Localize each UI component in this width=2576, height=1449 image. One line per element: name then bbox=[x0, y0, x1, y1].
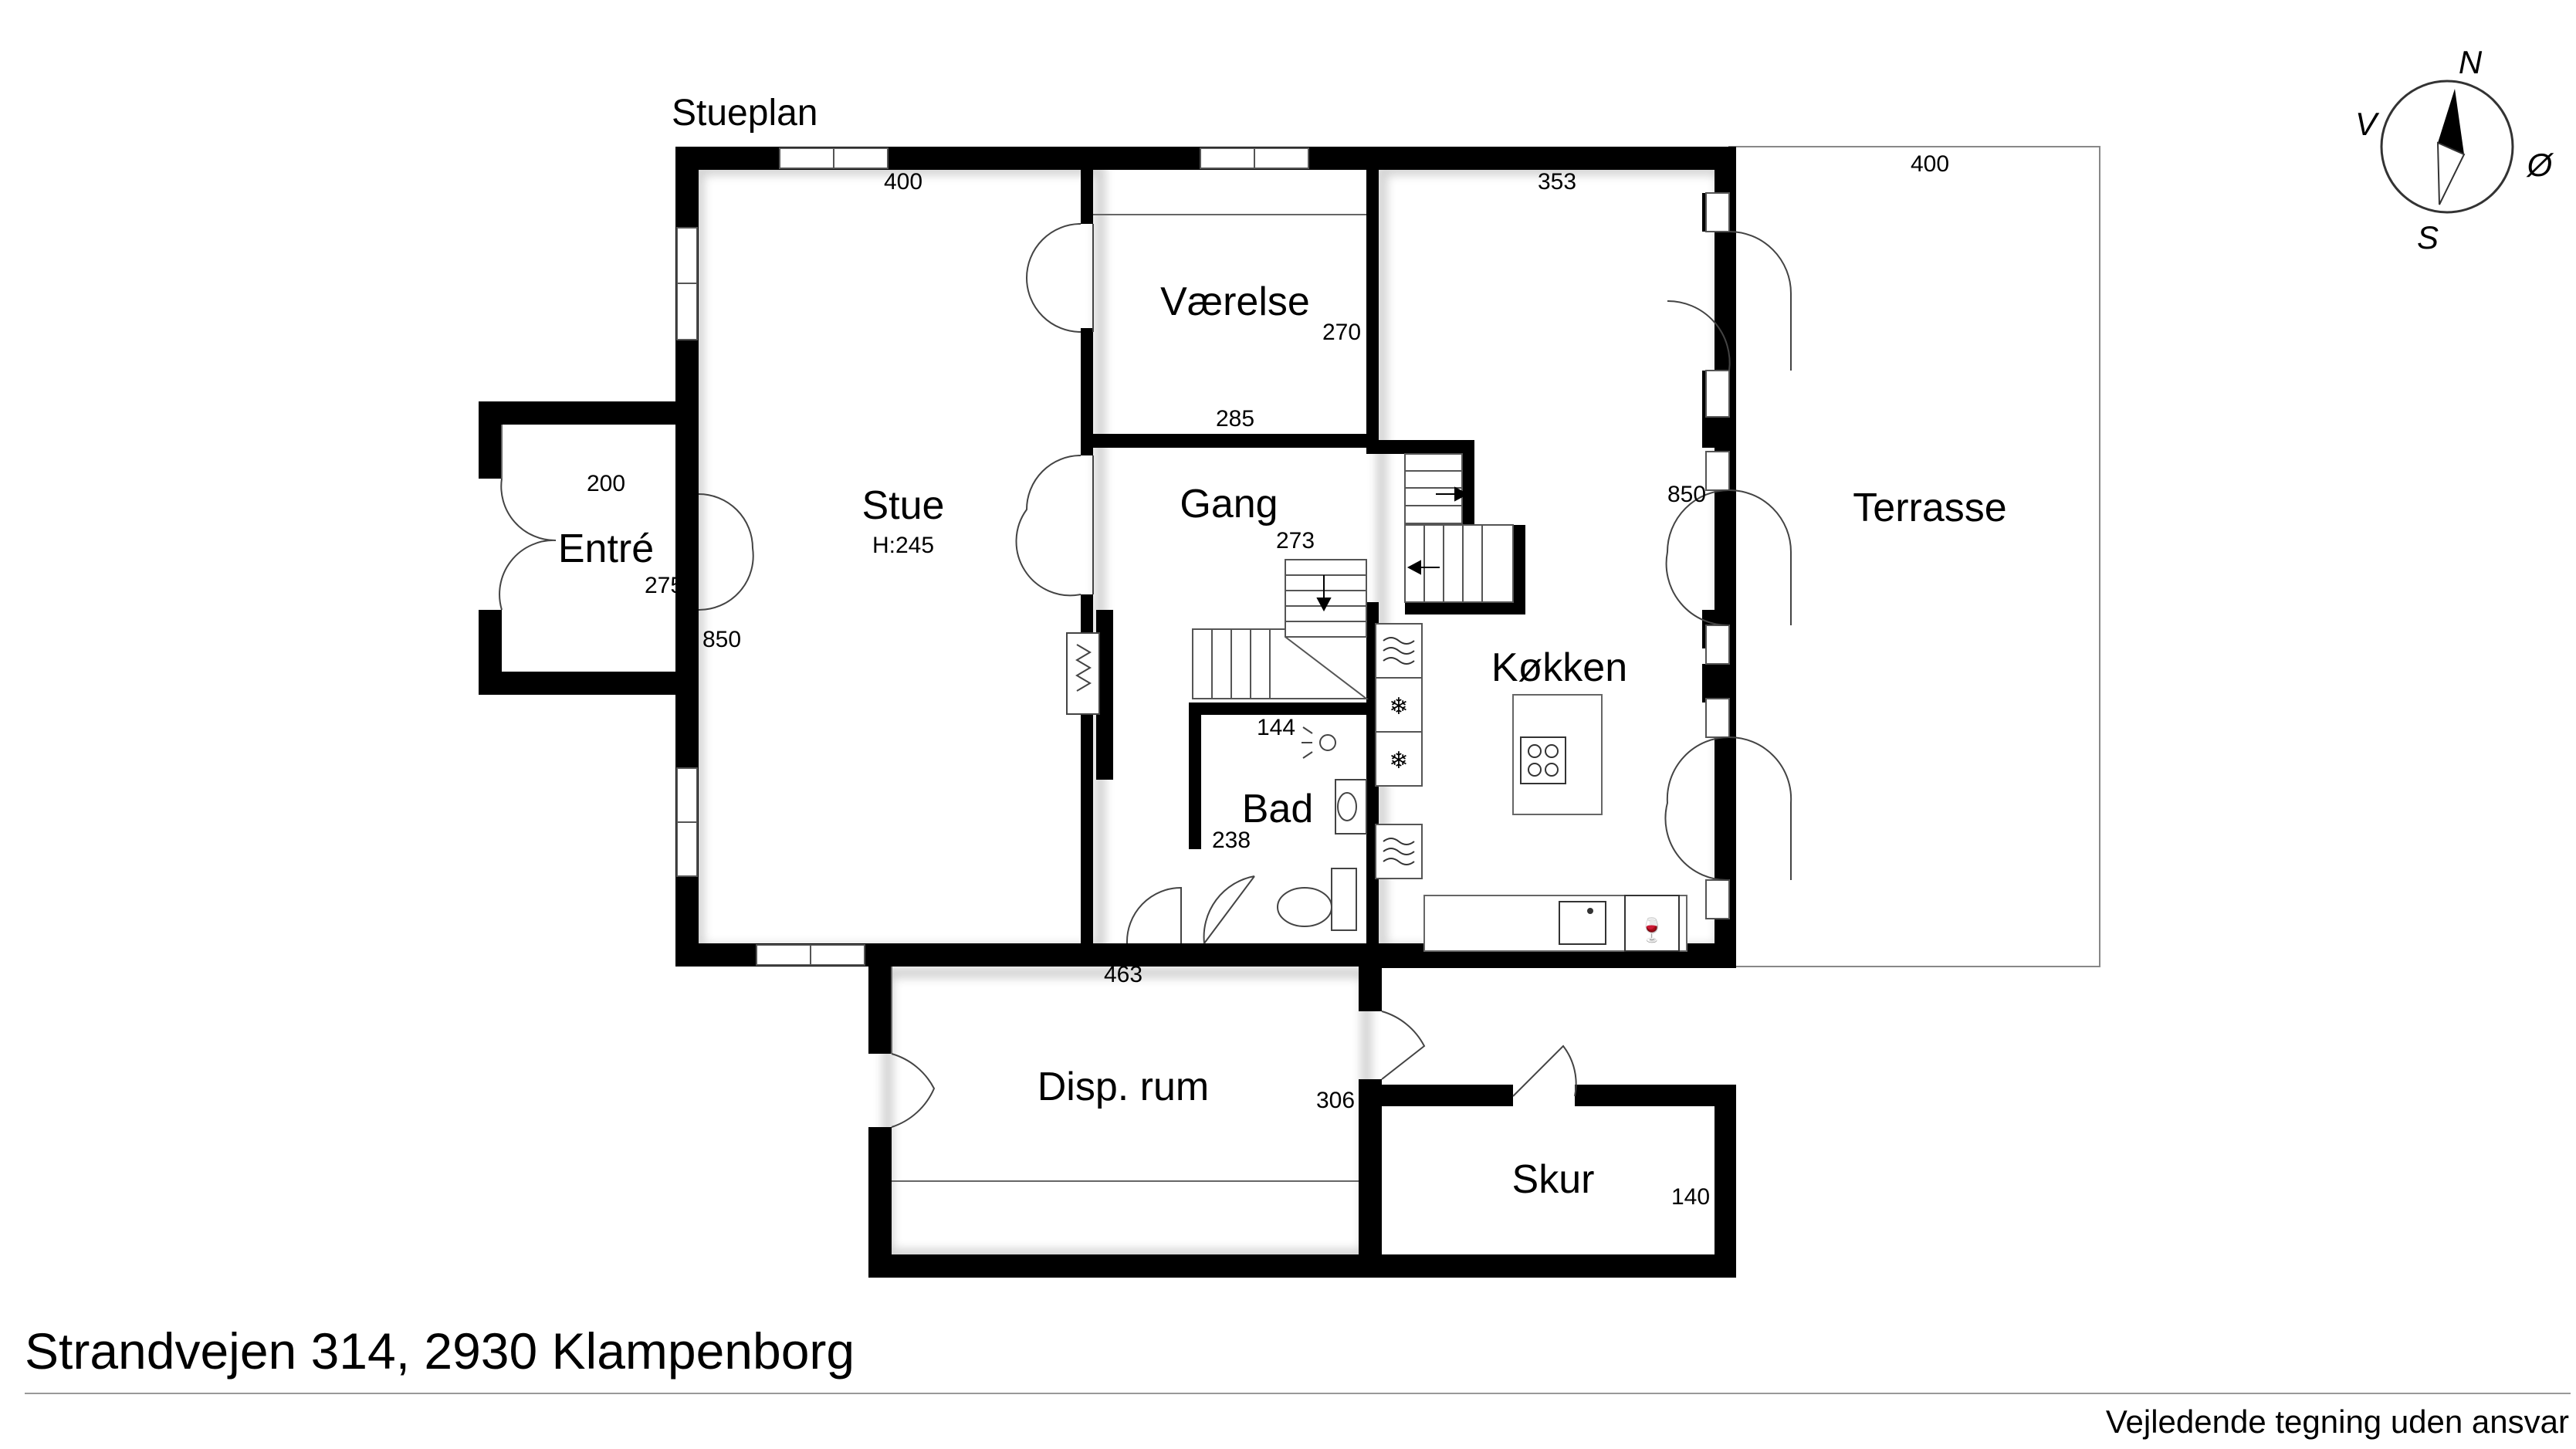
compass-n: N bbox=[2459, 44, 2483, 80]
room-stue: Stue bbox=[862, 483, 945, 528]
compass-w: V bbox=[2355, 106, 2380, 142]
dishwasher-icon bbox=[1624, 895, 1680, 952]
interior-lines bbox=[501, 214, 1366, 1182]
dim-skur-side: 140 bbox=[1671, 1184, 1710, 1210]
room-gang: Gang bbox=[1180, 482, 1278, 526]
room-bad: Bad bbox=[1242, 787, 1314, 831]
shower-icon bbox=[1319, 734, 1336, 751]
compass-s: S bbox=[2417, 219, 2439, 256]
kitchen-appliances bbox=[1375, 623, 1423, 879]
dim-entre-side: 275 bbox=[645, 573, 683, 598]
freezer-icon: ❄ bbox=[1389, 694, 1408, 719]
room-vaerelse: Værelse bbox=[1160, 279, 1310, 324]
address-title: Strandvejen 314, 2930 Klampenborg bbox=[25, 1322, 855, 1380]
terrace-outline bbox=[1728, 146, 2100, 967]
dim-stue-top: 400 bbox=[884, 169, 922, 195]
dim-koekken-side: 850 bbox=[1667, 482, 1706, 507]
dim-terrasse-top: 400 bbox=[1911, 151, 1949, 177]
disclaimer: Vejledende tegning uden ansvar bbox=[2106, 1403, 2569, 1440]
floor-label: Stueplan bbox=[672, 93, 818, 134]
room-stue-height: H:245 bbox=[872, 533, 934, 558]
stair-arrows bbox=[1316, 486, 1469, 612]
compass-e: Ø bbox=[2526, 147, 2554, 183]
svg-text:🍷: 🍷 bbox=[1637, 916, 1666, 943]
room-entre: Entré bbox=[558, 526, 654, 571]
dim-stue-side: 850 bbox=[702, 627, 741, 652]
room-skur: Skur bbox=[1512, 1157, 1595, 1202]
room-disp: Disp. rum bbox=[1038, 1065, 1209, 1109]
dim-entre-top: 200 bbox=[587, 471, 625, 496]
dim-vaerelse-side: 270 bbox=[1322, 320, 1361, 345]
room-terrasse: Terrasse bbox=[1853, 486, 2006, 530]
dim-bad-top: 144 bbox=[1257, 715, 1295, 740]
stairs bbox=[1192, 453, 1514, 699]
fridge-icon: ❄ bbox=[1389, 748, 1408, 774]
dim-disp-side: 306 bbox=[1316, 1088, 1355, 1113]
north-arrow-icon bbox=[2438, 89, 2464, 154]
compass bbox=[2380, 80, 2514, 214]
dim-gang-side: 273 bbox=[1276, 528, 1315, 554]
room-koekken: Køkken bbox=[1491, 645, 1627, 690]
toilet-icon bbox=[1331, 868, 1357, 931]
dim-bad-side: 238 bbox=[1212, 828, 1251, 853]
kitchen-counter: 🍷 bbox=[1423, 895, 1687, 952]
oven-icon bbox=[1383, 637, 1415, 865]
bathroom-fixtures bbox=[1277, 726, 1367, 931]
fireplace-icon bbox=[1066, 632, 1100, 715]
sink-icon bbox=[1559, 901, 1606, 945]
dim-koekken-top: 353 bbox=[1538, 169, 1576, 195]
dim-vaerelse-bottom: 285 bbox=[1216, 406, 1254, 432]
kitchen-island bbox=[1512, 694, 1603, 815]
doors bbox=[499, 223, 1792, 1128]
dim-hall-bottom: 463 bbox=[1104, 962, 1142, 987]
windows bbox=[676, 147, 1730, 966]
